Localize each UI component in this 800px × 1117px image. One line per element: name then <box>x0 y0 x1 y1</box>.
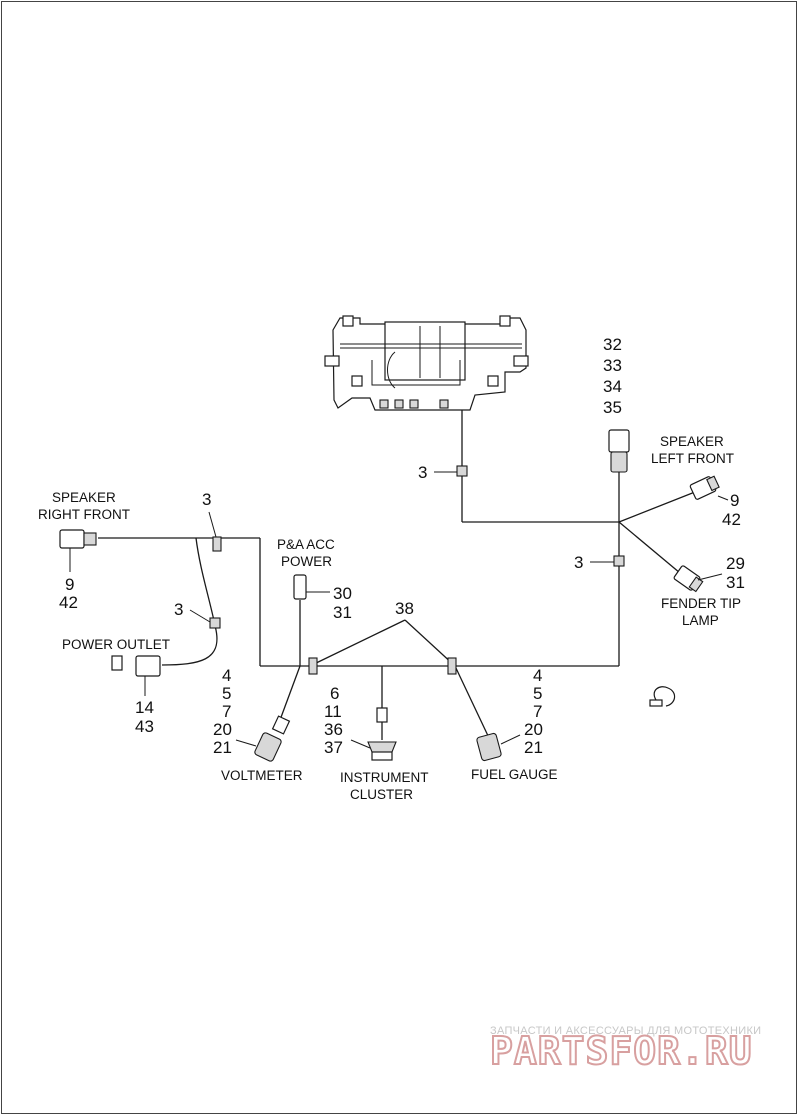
fender-tip-line1: FENDER TIP <box>661 596 741 611</box>
callout-32: 32 <box>603 335 622 354</box>
callout-5-v: 5 <box>222 684 231 703</box>
instrument-cluster-connector <box>367 707 397 761</box>
callout-9: 9 <box>730 491 739 510</box>
speaker-right-front-line1: SPEAKER <box>52 490 116 505</box>
pa-acc-power-connector <box>293 574 307 600</box>
label-instrument-cluster: INSTRUMENT CLUSTER <box>340 770 429 802</box>
label-speaker-right-front: SPEAKER RIGHT FRONT <box>38 490 130 522</box>
cable-tie-left-mid <box>209 617 221 629</box>
label-power-outlet: POWER OUTLET <box>62 637 170 652</box>
callout-7-v: 7 <box>222 702 231 721</box>
pa-acc-line1: P&A ACC <box>277 537 335 552</box>
callout-power-outlet-refs: 14 43 <box>135 698 154 736</box>
cable-tie-38-right <box>447 657 457 675</box>
cluster-line2: CLUSTER <box>350 787 413 802</box>
loose-clip <box>649 686 676 707</box>
callout-38: 38 <box>395 599 414 618</box>
power-outlet-connector <box>111 655 161 677</box>
cable-tie-radio <box>456 465 468 477</box>
callout-9-right: 9 <box>65 575 74 594</box>
callout-speaker-right-refs: 9 42 <box>59 575 78 612</box>
callout-cluster-refs: 6 11 36 37 <box>324 684 343 757</box>
callout-speaker-connector-refs: 32 33 34 35 <box>603 335 622 417</box>
callout-fender-tip-refs: 29 31 <box>726 554 745 592</box>
fuel-gauge-connector <box>476 732 502 762</box>
callout-33: 33 <box>603 356 622 375</box>
callout-voltmeter-refs: 4 5 7 20 21 <box>213 666 232 757</box>
label-fuel-gauge: FUEL GAUGE <box>471 767 558 782</box>
label-voltmeter: VOLTMETER <box>221 768 303 783</box>
callout-3-left-top: 3 <box>202 490 211 509</box>
speaker-left-front-line2: LEFT FRONT <box>651 451 734 466</box>
speaker-right-front-connector <box>59 529 97 549</box>
callout-3-right: 3 <box>574 553 583 572</box>
radio-head-unit <box>324 315 529 411</box>
callout-21-f: 21 <box>524 738 543 757</box>
speaker-right-front-line2: RIGHT FRONT <box>38 507 130 522</box>
callout-6: 6 <box>330 684 339 703</box>
callout-37: 37 <box>324 738 343 757</box>
callout-fuel-refs: 4 5 7 20 21 <box>524 666 543 757</box>
cable-tie-left-top <box>212 536 222 552</box>
callout-4-f: 4 <box>533 666 542 685</box>
speaker-left-front-line1: SPEAKER <box>660 434 724 449</box>
callout-3-left-mid: 3 <box>174 600 183 619</box>
callout-pa-acc-refs: 30 31 <box>333 584 352 622</box>
label-fender-tip-lamp: FENDER TIP LAMP <box>661 596 741 628</box>
callout-42-right: 42 <box>59 593 78 612</box>
cable-tie-38-left <box>308 657 318 675</box>
harness-wires <box>98 410 701 741</box>
callout-5-f: 5 <box>533 684 542 703</box>
callout-30: 30 <box>333 584 352 603</box>
watermark-tagline: ЗАПЧАСТИ И АКСЕССУАРЫ ДЛЯ МОТОТЕХНИКИ <box>490 1025 761 1037</box>
callout-36: 36 <box>324 720 343 739</box>
leader-lines <box>69 471 729 749</box>
callout-29: 29 <box>726 554 745 573</box>
callout-3-radio: 3 <box>418 463 427 482</box>
callout-35: 35 <box>603 398 622 417</box>
fender-tip-line2: LAMP <box>682 613 719 628</box>
callout-20-f: 20 <box>524 720 543 739</box>
fender-tip-lamp-connector <box>673 565 704 593</box>
callout-21-v: 21 <box>213 738 232 757</box>
label-speaker-left-front: SPEAKER LEFT FRONT <box>651 434 734 466</box>
callout-11: 11 <box>324 702 342 721</box>
callout-42: 42 <box>722 510 741 529</box>
callout-34: 34 <box>603 377 622 396</box>
cluster-line1: INSTRUMENT <box>340 770 429 785</box>
pa-acc-line2: POWER <box>281 554 332 569</box>
cable-tie-right <box>613 555 625 567</box>
label-pa-acc-power: P&A ACC POWER <box>277 537 335 569</box>
callout-14: 14 <box>135 698 154 717</box>
callout-31: 31 <box>726 573 745 592</box>
callout-43: 43 <box>135 717 154 736</box>
callout-31-pa: 31 <box>333 603 352 622</box>
voltmeter-connector <box>254 715 291 762</box>
speaker-left-front-connector <box>689 475 720 500</box>
callout-7-f: 7 <box>533 702 542 721</box>
callout-4-v: 4 <box>222 666 231 685</box>
callout-20-v: 20 <box>213 720 232 739</box>
callout-speaker-left-front-refs: 9 42 <box>722 491 741 529</box>
watermark-brand: PARTSFOR.RU <box>490 1029 753 1073</box>
speaker-left-front-connector-top <box>608 429 630 473</box>
